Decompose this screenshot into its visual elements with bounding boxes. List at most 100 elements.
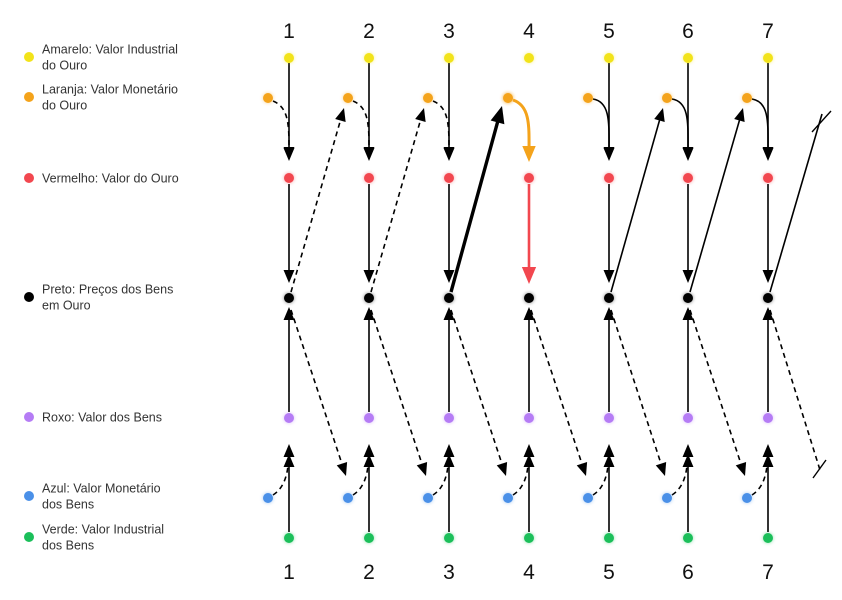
- node-black: [524, 293, 534, 303]
- legend-label-purple: Roxo: Valor dos Bens: [42, 411, 162, 425]
- arrow-purple-to-black-head: [283, 307, 295, 320]
- arrow-orange-to-red-head: [603, 147, 615, 160]
- arrow-purple-to-black-head: [443, 307, 455, 320]
- cut-mark-top: [811, 110, 832, 133]
- node-purple: [683, 413, 693, 423]
- node-red: [284, 173, 294, 183]
- arrow-orange-to-red-head: [762, 147, 774, 160]
- node-yellow: [444, 53, 454, 63]
- arrow-black-to-next-orange-head: [415, 108, 426, 123]
- arrow-purple-to-black-head: [682, 307, 694, 320]
- legend-label-green: dos Bens: [42, 539, 94, 553]
- column-number-top: 7: [762, 20, 774, 43]
- node-yellow: [524, 53, 534, 63]
- node-yellow: [683, 53, 693, 63]
- arrow-black-to-next-orange: [689, 116, 742, 293]
- node-orange: [423, 93, 433, 103]
- arrow-red-to-black-head: [363, 270, 375, 283]
- legend-label-blue: dos Bens: [42, 498, 94, 512]
- arrow-black-to-next-orange-highlight-head: [490, 106, 505, 125]
- arrow-black-to-next-blue-head: [655, 461, 667, 476]
- node-green: [444, 533, 454, 543]
- node-purple: [763, 413, 773, 423]
- node-purple: [604, 413, 614, 423]
- legend-dot-blue: [24, 491, 34, 501]
- arrow-blue-to-purple-head: [762, 444, 774, 457]
- column-number-top: 6: [682, 20, 694, 43]
- arrow-black-to-next-blue-head: [336, 461, 348, 476]
- column-number-bottom: 7: [762, 561, 774, 584]
- arrow-black-to-next-blue-head: [576, 461, 588, 476]
- column-number-bottom: 2: [363, 561, 375, 584]
- node-black: [604, 293, 614, 303]
- arrow-black-to-next-blue-head: [416, 461, 428, 476]
- column-number-bottom: 3: [443, 561, 455, 584]
- node-black: [763, 293, 773, 303]
- legend-label-green: Verde: Valor Industrial: [42, 523, 164, 537]
- column-number-bottom: 1: [283, 561, 295, 584]
- arrow-black-to-next-orange: [290, 116, 343, 293]
- column-number-top: 4: [523, 20, 535, 43]
- legend-item-red: Vermelho: Valor do Ouro: [24, 172, 179, 186]
- column-5: [582, 52, 615, 544]
- column-4: [502, 52, 535, 544]
- legend-item-green: Verde: Valor Industrial dos Bens: [24, 523, 164, 553]
- arrow-black-to-next-blue: [290, 309, 344, 468]
- legend-dot-red: [24, 173, 34, 183]
- arrow-black-to-next-blue: [450, 309, 504, 468]
- node-purple: [524, 413, 534, 423]
- column-number-top: 3: [443, 20, 455, 43]
- node-green: [763, 533, 773, 543]
- column-number-top: 1: [283, 20, 295, 43]
- node-yellow: [763, 53, 773, 63]
- arrow-red-to-black-head: [762, 270, 774, 283]
- node-green: [683, 533, 693, 543]
- node-yellow: [364, 53, 374, 63]
- node-green: [524, 533, 534, 543]
- arrow-black-to-next-orange: [370, 116, 423, 293]
- arrow-blue-to-purple-head: [523, 444, 535, 457]
- legend-label-red: Vermelho: Valor do Ouro: [42, 172, 179, 186]
- node-green: [604, 533, 614, 543]
- column-number-bottom: 4: [523, 561, 535, 584]
- node-green: [284, 533, 294, 543]
- arrow-black-to-next-blue: [689, 309, 743, 468]
- node-orange: [343, 93, 353, 103]
- arrow-black-to-next-blue: [530, 309, 584, 468]
- node-purple: [364, 413, 374, 423]
- arrow-red-to-black-highlight-head: [521, 267, 537, 284]
- node-blue: [742, 493, 752, 503]
- node-blue: [423, 493, 433, 503]
- legend-dot-green: [24, 532, 34, 542]
- column-number-bottom: 5: [603, 561, 615, 584]
- column-number-top: 2: [363, 20, 375, 43]
- arrow-orange-to-red: [272, 100, 290, 157]
- arrow-orange-to-red: [352, 100, 370, 157]
- node-orange: [742, 93, 752, 103]
- column-2: [342, 52, 375, 544]
- arrow-red-to-black-head: [443, 270, 455, 283]
- legend-label-orange: Laranja: Valor Monetário: [42, 83, 178, 97]
- node-red: [364, 173, 374, 183]
- column-7: [741, 52, 774, 544]
- arrow-black-to-next-blue-cut: [769, 309, 821, 471]
- arrow-orange-to-red: [432, 100, 450, 157]
- node-purple: [284, 413, 294, 423]
- node-black: [284, 293, 294, 303]
- arrow-black-to-next-blue-head: [496, 461, 508, 476]
- node-blue: [343, 493, 353, 503]
- column-number-bottom: 6: [682, 561, 694, 584]
- nodes: [262, 52, 774, 544]
- arrow-black-to-next-orange-cut: [769, 113, 823, 293]
- arrow-purple-to-black-head: [363, 307, 375, 320]
- node-red: [524, 173, 534, 183]
- node-red: [604, 173, 614, 183]
- arrow-red-to-black-head: [603, 270, 615, 283]
- arrow-orange-to-red-head: [363, 147, 375, 160]
- node-orange: [503, 93, 513, 103]
